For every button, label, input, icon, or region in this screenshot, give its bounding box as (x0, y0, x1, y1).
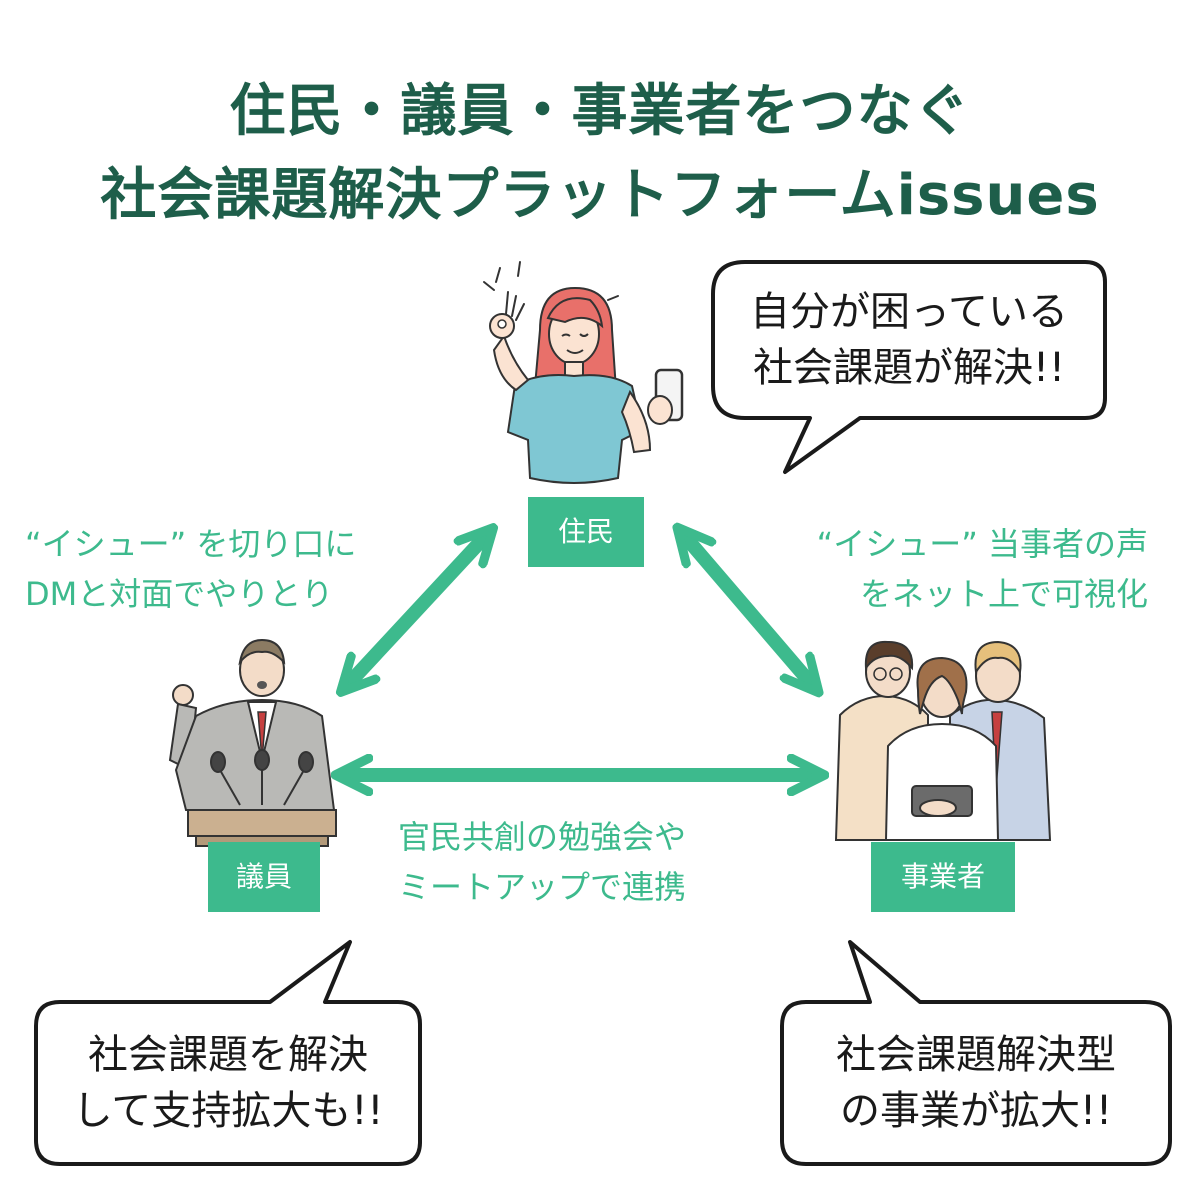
bubble-resident-text: 自分が困っている 社会課題が解決!! (713, 284, 1105, 396)
title-line-2: 社会課題解決プラットフォームissues (100, 163, 1100, 228)
speech-bubble-council (34, 940, 422, 1166)
resident-illustration (483, 261, 684, 484)
speech-bubble-resident (711, 260, 1107, 474)
page-title: 住民・議員・事業者をつなぐ 社会課題解決プラットフォームissues (0, 70, 1200, 238)
bubble-business-line-1: 社会課題解決型 (836, 1032, 1116, 1078)
edge-bottom-text: 官民共創の勉強会や ミートアップで連携 (398, 812, 686, 912)
arrow-resident-council (352, 540, 482, 680)
bubble-business-line-2: の事業が拡大!! (839, 1088, 1113, 1134)
bubble-council-text: 社会課題を解決 して支持拡大も!! (36, 1027, 420, 1139)
edge-left-line-1: “イシュー” を切り口に (25, 525, 357, 563)
title-line-1: 住民・議員・事業者をつなぐ (229, 79, 971, 144)
edge-bottom-line-2: ミートアップで連携 (398, 868, 687, 906)
edge-right-line-1: “イシュー” 当事者の声 (816, 525, 1148, 563)
speech-bubble-business (780, 940, 1172, 1166)
edge-left-line-2: DMと対面でやりとり (25, 575, 334, 613)
arrow-resident-business (688, 540, 808, 680)
edge-left-text: “イシュー” を切り口に DMと対面でやりとり (25, 519, 356, 619)
node-business-label: 事業者 (871, 842, 1015, 912)
bubble-business-text: 社会課題解決型 の事業が拡大!! (782, 1027, 1170, 1139)
node-council-label: 議員 (208, 842, 320, 912)
business-illustration (834, 640, 1052, 841)
edge-bottom-line-1: 官民共創の勉強会や (398, 818, 687, 856)
bubble-council-line-2: して支持拡大も!! (72, 1088, 384, 1134)
bubble-resident-line-1: 自分が困っている (750, 289, 1068, 335)
node-resident-label: 住民 (528, 497, 644, 567)
bubble-council-line-1: 社会課題を解決 (88, 1032, 368, 1078)
council-illustration (168, 638, 337, 847)
edge-right-line-2: をネット上で可視化 (859, 575, 1148, 613)
bubble-resident-line-2: 社会課題が解決!! (752, 345, 1066, 391)
edge-right-text: “イシュー” 当事者の声 をネット上で可視化 (817, 519, 1148, 619)
